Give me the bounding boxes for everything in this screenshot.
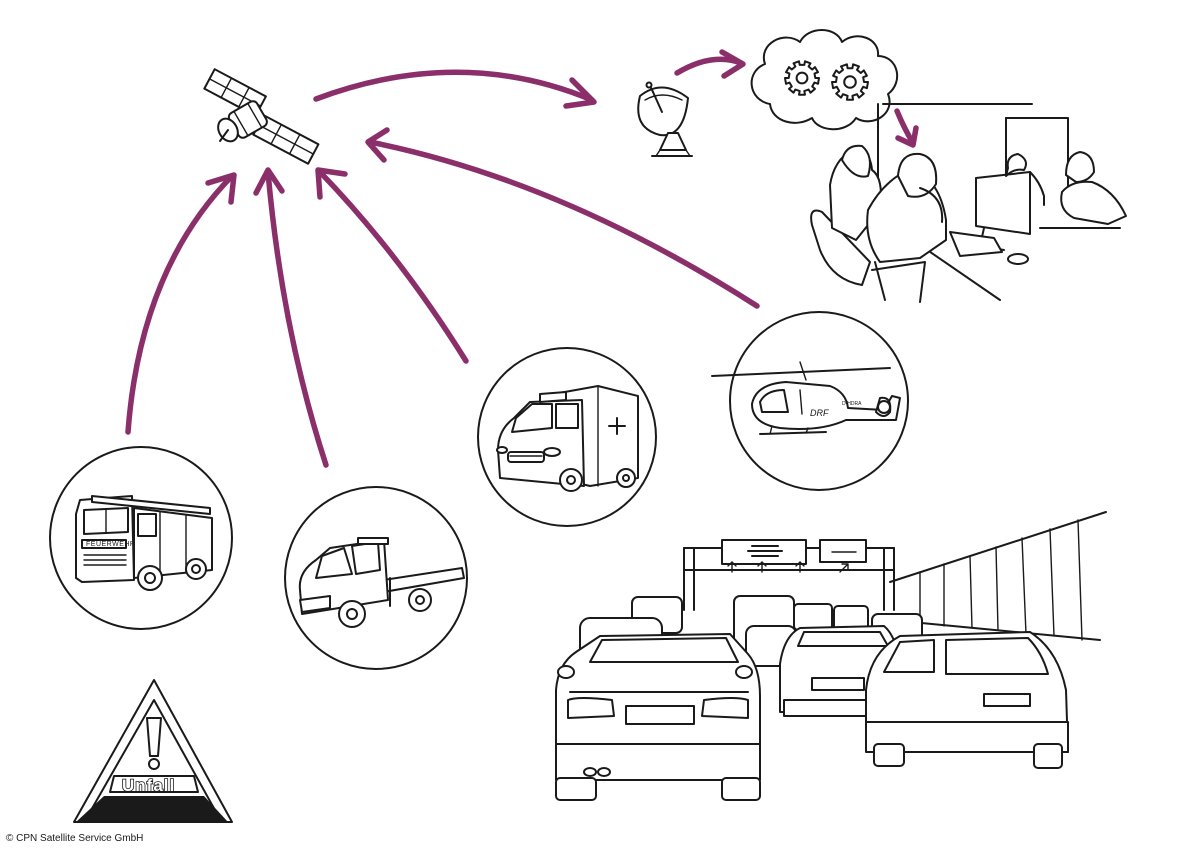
helicopter-registration: D-HDRA — [842, 401, 862, 407]
warning-label: Unfall — [122, 776, 175, 795]
arrow-ambulance-to-satellite — [315, 167, 469, 364]
cloud-gears-icon — [750, 29, 898, 131]
gear-hole — [795, 71, 809, 85]
tow-truck-icon — [284, 486, 468, 670]
arrow-satellite-to-dish — [313, 69, 597, 109]
arrow-helicopter-to-satellite — [365, 127, 760, 309]
arrow-tow-truck-to-satellite — [253, 167, 329, 468]
satellite-dish-icon — [637, 81, 693, 157]
copyright-notice: © CPN Satellite Service GmbH — [6, 833, 144, 844]
helicopter-icon: DRF D-HDRA — [711, 311, 909, 491]
arrow-dish-to-cloud — [674, 49, 746, 79]
signal-arrows — [125, 49, 919, 468]
control-center-icon — [810, 103, 1127, 303]
fire-truck-lettering: FEUERWEHR — [86, 541, 135, 548]
arrow-cloud-to-control-center — [894, 108, 919, 148]
arrow-fire-truck-to-satellite — [125, 172, 237, 435]
warning-triangle-icon: Unfall — [73, 679, 233, 823]
helicopter-marking: DRF — [810, 408, 829, 418]
satellite-icon — [203, 68, 320, 165]
fire-truck-icon: FEUERWEHR — [49, 446, 233, 630]
ambulance-icon — [477, 347, 657, 527]
traffic-jam-icon — [555, 511, 1107, 801]
gear-hole — [843, 75, 857, 89]
